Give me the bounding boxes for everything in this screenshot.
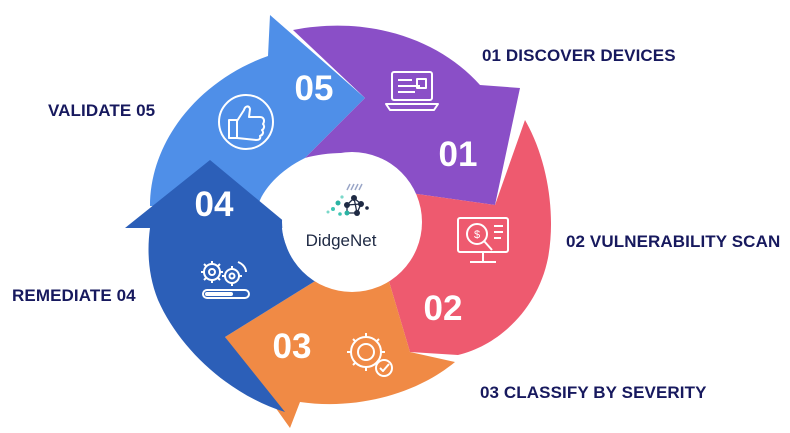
segment-04 [125, 160, 320, 412]
thumbs-up-icon [218, 94, 274, 150]
step-number-04: 04 [195, 185, 234, 224]
laptop-icon [385, 71, 439, 111]
step-label-04: REMEDIATE 04 [12, 286, 136, 305]
svg-text:$: $ [474, 229, 480, 241]
step-number-05: 05 [295, 69, 334, 108]
step-label-01: 01 DISCOVER DEVICES [482, 46, 676, 65]
segment-05 [150, 15, 365, 206]
center-circle [282, 152, 422, 292]
step-number-03: 03 [273, 327, 312, 366]
segment-03 [225, 268, 455, 428]
didgenet-logo: DidgeNet [306, 183, 377, 250]
step-label-02: 02 VULNERABILITY SCAN [566, 232, 781, 251]
step-label-05: VALIDATE 05 [48, 101, 156, 120]
logo-slashes [346, 183, 363, 191]
logo-dots [326, 195, 369, 216]
segment-01 [293, 25, 520, 206]
gears-progress-icon [201, 261, 250, 299]
brand-name: DidgeNet [306, 231, 377, 250]
gear-check-icon [347, 333, 393, 377]
monitor-scan-icon: $ [457, 217, 509, 263]
step-number-02: 02 [424, 289, 463, 328]
step-label-03: 03 CLASSIFY BY SEVERITY [480, 383, 707, 402]
step-number-01: 01 [439, 135, 478, 174]
